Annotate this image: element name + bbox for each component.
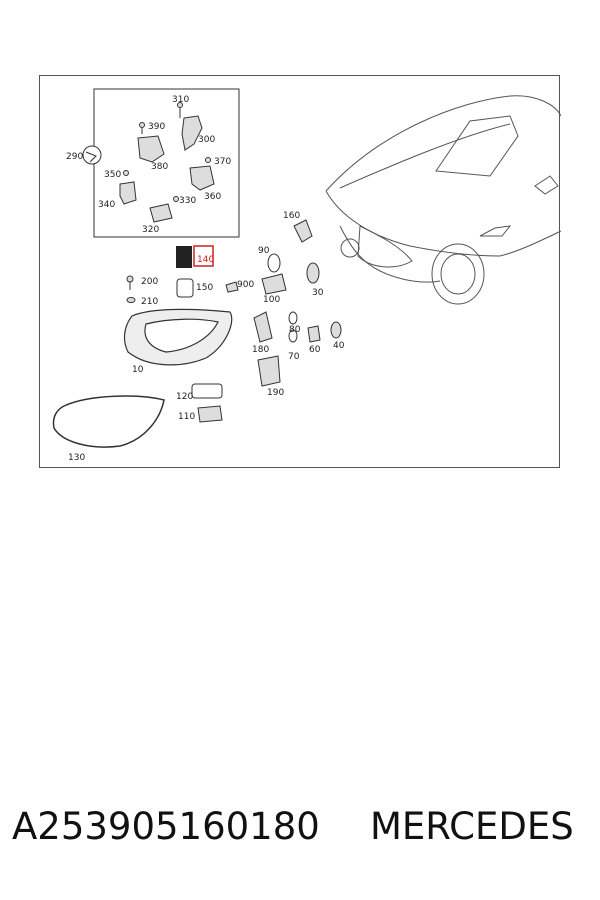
fasteners <box>126 275 194 303</box>
car-hood-edge <box>325 190 501 257</box>
bracket-360-icon <box>189 165 215 191</box>
module-110-icon <box>197 405 223 423</box>
callout-350: 350 <box>104 170 121 180</box>
cap-30-icon <box>306 262 320 284</box>
socket-60-icon <box>307 325 321 343</box>
parts-diagram: 310 390 300 290 380 370 350 360 340 330 … <box>39 75 561 468</box>
callout-60: 60 <box>309 345 321 355</box>
callout-380: 380 <box>151 162 168 172</box>
callout-130: 130 <box>68 453 85 463</box>
bracket-340-icon <box>119 181 137 205</box>
bulb-90-icon <box>267 253 281 273</box>
callout-30: 30 <box>312 288 324 298</box>
screw-200-icon <box>126 275 134 283</box>
car-outline <box>325 95 561 305</box>
tool-290-jaw-icon <box>85 151 97 163</box>
callout-120: 120 <box>176 392 193 402</box>
callout-100: 100 <box>263 295 280 305</box>
car-grille <box>357 225 413 268</box>
callout-300: 300 <box>198 135 215 145</box>
screw-390-icon <box>139 122 145 128</box>
tool-290-icon <box>82 145 102 165</box>
car-front-rim <box>440 253 476 295</box>
callout-160: 160 <box>283 211 300 221</box>
part-number: A253905160180 <box>12 805 320 848</box>
callout-180: 180 <box>252 345 269 355</box>
cap-40-icon <box>330 321 342 339</box>
bulb-holder-100-icon <box>261 273 287 295</box>
callout-360: 360 <box>204 192 221 202</box>
headlamp-10 <box>123 308 233 366</box>
callout-340: 340 <box>98 200 115 210</box>
module-180-icon <box>253 311 273 343</box>
car-roof-line <box>325 95 561 192</box>
screw-330-icon <box>173 196 179 202</box>
car-emblem-icon <box>340 238 360 258</box>
highlight-box-140 <box>193 245 214 267</box>
gasket-120-icon <box>191 383 223 399</box>
callout-140: 140 <box>197 255 214 265</box>
callout-110: 110 <box>178 412 195 422</box>
washer-210-icon <box>126 297 136 303</box>
screw-350-icon <box>123 170 129 176</box>
car-side-line <box>499 230 561 257</box>
callout-320: 320 <box>142 225 159 235</box>
car-front-wheel <box>431 243 485 305</box>
connector-900-icon <box>225 281 239 293</box>
headlamp-reflector <box>144 318 219 353</box>
ballast-190-icon <box>257 355 281 387</box>
callout-190: 190 <box>267 388 284 398</box>
callout-210: 210 <box>141 297 158 307</box>
callout-290: 290 <box>66 152 83 162</box>
caption-bar: A253905160180 MERCEDES <box>0 805 600 865</box>
callout-370: 370 <box>214 157 231 167</box>
car-side-vent <box>479 225 512 237</box>
callout-330: 330 <box>179 196 196 206</box>
bracket-300-icon <box>181 115 203 151</box>
brand-name: MERCEDES <box>370 805 574 848</box>
bulbs-and-caps <box>225 219 342 387</box>
car-windshield-base <box>339 123 511 189</box>
cap-160-icon <box>293 219 313 243</box>
headlamp-lens-130 <box>52 395 165 448</box>
screw-head-310-icon <box>177 102 183 108</box>
car-windshield <box>435 115 519 177</box>
bracket-320-icon <box>149 203 173 223</box>
callout-90: 90 <box>258 246 270 256</box>
callout-40: 40 <box>333 341 345 351</box>
bulb-70-icon <box>288 329 298 343</box>
car-bumper <box>339 225 441 283</box>
callout-70: 70 <box>288 352 300 362</box>
diagram-drawing: 310 390 300 290 380 370 350 360 340 330 … <box>52 88 561 463</box>
car-mirror <box>534 175 559 195</box>
callout-150: 150 <box>196 283 213 293</box>
bulb-80-icon <box>288 311 298 325</box>
callout-labels: 310 390 300 290 380 370 350 360 340 330 … <box>66 95 345 463</box>
callout-900: 900 <box>237 280 254 290</box>
callout-10: 10 <box>132 365 144 375</box>
callout-390: 390 <box>148 122 165 132</box>
callout-80: 80 <box>289 325 301 335</box>
callout-200: 200 <box>141 277 158 287</box>
callout-310: 310 <box>172 95 189 105</box>
bracket-parts <box>82 102 215 223</box>
screw-370-icon <box>205 157 211 163</box>
gasket-150-icon <box>176 278 194 298</box>
part-140-icon <box>176 246 192 268</box>
bracket-380-icon <box>137 135 165 163</box>
